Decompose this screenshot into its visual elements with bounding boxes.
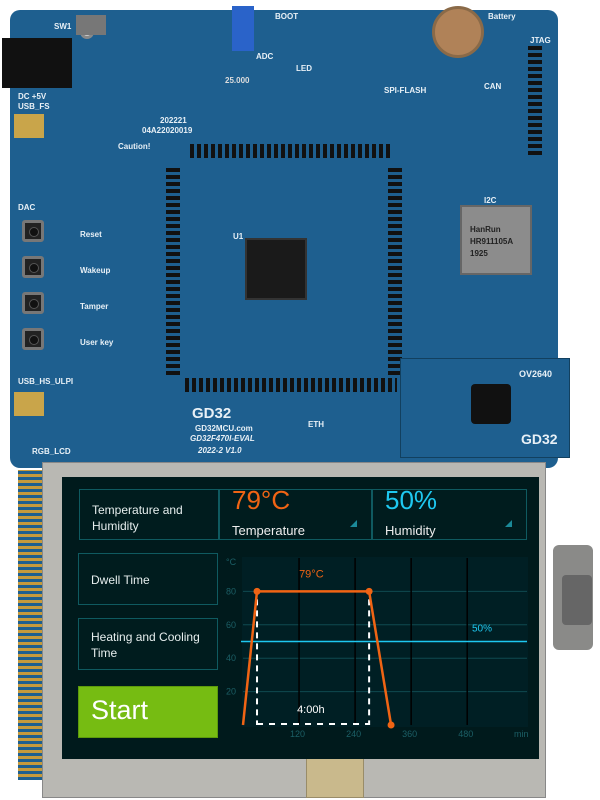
label-can: CAN xyxy=(484,82,502,91)
label-dac: DAC xyxy=(18,203,36,212)
usb-hs-port[interactable] xyxy=(14,392,44,416)
label-tamper: Tamper xyxy=(80,302,109,311)
power-switch[interactable] xyxy=(76,15,106,35)
x-tick-label: 360 xyxy=(402,729,417,739)
temperature-label: Temperature xyxy=(232,523,305,538)
y-tick-label: 60 xyxy=(226,620,236,630)
y-axis-label: °C xyxy=(226,557,237,567)
label-spi-flash: SPI-FLASH xyxy=(384,86,427,95)
y-tick-label: 20 xyxy=(226,687,236,697)
tamper-button[interactable] xyxy=(22,292,44,314)
humidity-line-label: 50% xyxy=(472,624,492,635)
label-dc: DC +5V xyxy=(18,92,47,101)
temperature-chart: 20 40 60 80 120 240 360 480 50% 4:00h 79°C °C min xyxy=(226,557,529,739)
temperature-peak-label: 79°C xyxy=(299,568,324,580)
x-tick-label: 240 xyxy=(346,729,361,739)
label-wakeup: Wakeup xyxy=(80,266,111,275)
wakeup-button[interactable] xyxy=(22,256,44,278)
camera-brand: GD32 xyxy=(521,431,558,447)
dropdown-triangle-icon xyxy=(350,520,357,527)
camera-lens xyxy=(471,384,511,424)
jtag-header xyxy=(528,45,542,155)
humidity-value: 50% xyxy=(385,485,438,515)
label-reset: Reset xyxy=(80,230,102,239)
dropdown-triangle-icon xyxy=(505,520,512,527)
camera-module: OV2640 GD32 xyxy=(400,358,570,458)
board-model: GD32F470I-EVAL xyxy=(190,434,255,443)
pin-header-left xyxy=(166,165,180,375)
dc-jack xyxy=(2,38,72,88)
camera-label: OV2640 xyxy=(519,369,553,379)
label-boot: BOOT xyxy=(275,12,299,21)
temperature-value: 79°C xyxy=(232,485,291,515)
dwell-label: 4:00h xyxy=(297,704,325,716)
board-website: GD32MCU.com xyxy=(195,424,253,433)
pin-header-bottom xyxy=(185,378,397,392)
touch-flex-tab xyxy=(306,758,364,798)
label-usb-fs: USB_FS xyxy=(18,102,50,111)
x-tick-label: 120 xyxy=(290,729,305,739)
label-battery: Battery xyxy=(488,12,516,21)
user-key-button[interactable] xyxy=(22,328,44,350)
usb-fs-port[interactable] xyxy=(14,114,44,138)
label-eth: ETH xyxy=(308,420,324,429)
pin-header-top xyxy=(190,144,390,158)
label-usb-hs: USB_HS_ULPI xyxy=(18,377,74,386)
temperature-point xyxy=(365,587,373,595)
board-version: 2022-2 V1.0 xyxy=(198,446,242,455)
label-date-code: 202221 xyxy=(160,116,187,125)
label-jtag: JTAG xyxy=(530,36,551,45)
label-serial: 04A22020019 xyxy=(142,126,193,135)
temperature-point xyxy=(253,587,261,595)
start-button[interactable]: Start xyxy=(78,686,218,738)
dwell-time-button[interactable]: Dwell Time xyxy=(78,553,218,605)
label-adc: ADC xyxy=(256,52,274,61)
y-tick-label: 40 xyxy=(226,653,236,663)
serial-connector-shell xyxy=(562,575,592,625)
humidity-panel[interactable]: 50% Humidity xyxy=(372,485,527,540)
x-tick-label: 480 xyxy=(458,729,473,739)
adc-potentiometer[interactable] xyxy=(232,6,254,51)
y-tick-label: 80 xyxy=(226,586,236,596)
label-sw1: SW1 xyxy=(54,22,72,31)
label-caution: Caution! xyxy=(118,142,151,151)
board-brand-logo: GD32 xyxy=(192,405,232,422)
humidity-label: Humidity xyxy=(385,523,436,538)
label-rgb-lcd: RGB_LCD xyxy=(32,447,71,456)
pin-header-right xyxy=(388,165,402,375)
x-axis-label: min xyxy=(514,729,529,739)
label-user-key: User key xyxy=(80,338,114,347)
label-i2c: I2C xyxy=(484,196,497,205)
temp-humidity-title: Temperature and Humidity xyxy=(79,489,219,540)
temperature-line xyxy=(241,590,393,726)
reset-button[interactable] xyxy=(22,220,44,242)
crystal: 25.000 xyxy=(225,76,250,85)
label-led: LED xyxy=(296,64,312,73)
battery-holder xyxy=(432,6,484,58)
heating-cooling-button[interactable]: Heating and Cooling Time xyxy=(78,618,218,670)
temperature-panel[interactable]: 79°C Temperature xyxy=(219,485,372,540)
temperature-point xyxy=(387,721,395,729)
mcu-chip: U1 xyxy=(233,232,307,300)
